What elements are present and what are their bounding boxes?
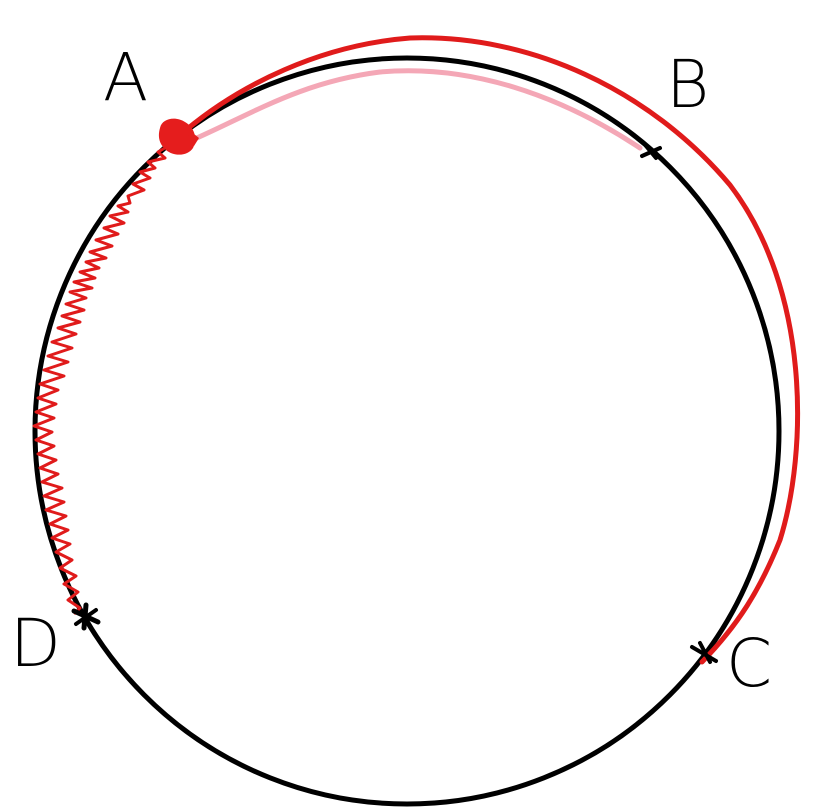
mark-b — [640, 144, 662, 160]
mark-c — [690, 641, 718, 664]
main-circle — [32, 55, 782, 807]
label-a: A — [103, 39, 148, 116]
mark-d — [71, 602, 101, 631]
label-b: B — [666, 46, 709, 123]
label-d: D — [10, 605, 61, 682]
pink-arc-a-to-b — [187, 68, 643, 151]
zigzag-a-to-d — [32, 143, 171, 616]
label-c: C — [726, 625, 772, 702]
start-dot-a-tail — [183, 125, 199, 146]
red-arc-a-to-c — [183, 35, 801, 665]
